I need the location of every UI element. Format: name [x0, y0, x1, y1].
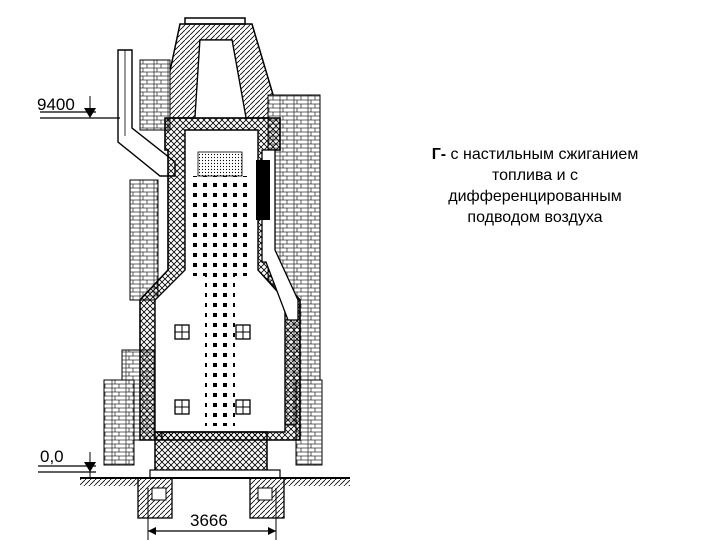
top-hopper	[159, 17, 282, 119]
caption-line-2: топлива и с	[491, 167, 579, 184]
level-mark-ground: 0,0	[38, 447, 96, 478]
caption-line-1: с настильным сжиганием	[446, 146, 639, 163]
hearth	[149, 431, 281, 479]
ground-line	[80, 477, 350, 486]
caption-line-3: дифференцированным	[448, 188, 622, 205]
base-width-dimension: 3666	[147, 488, 277, 540]
level-mark-9400: 9400	[37, 95, 120, 119]
caption-line-4: подводом воздуха	[467, 209, 603, 226]
right-air-duct	[256, 149, 299, 321]
inspection-windows	[174, 324, 251, 415]
diagram-caption: Г- с настильным сжиганием топлива и с ди…	[405, 144, 665, 228]
caption-prefix: Г-	[431, 146, 447, 163]
ground-level-label: 0,0	[40, 447, 64, 466]
foundation	[137, 477, 285, 519]
level-9400-label: 9400	[37, 95, 75, 114]
base-width-label: 3666	[190, 511, 228, 530]
